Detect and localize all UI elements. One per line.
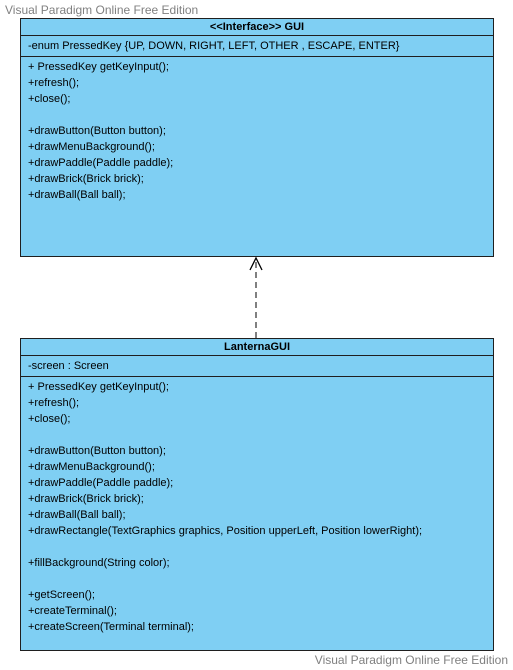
operation-draw-button: +drawButton(Button button); xyxy=(28,445,166,457)
operation-draw-ball: +drawBall(Ball ball); xyxy=(28,189,126,201)
class-title-lanterna-gui: LanternaGUI xyxy=(21,339,493,356)
operation-create-terminal: +createTerminal(); xyxy=(28,605,117,617)
attribute-screen: -screen : Screen xyxy=(28,360,109,372)
class-box-lanterna-gui[interactable]: LanternaGUI -screen : Screen + PressedKe… xyxy=(20,338,494,651)
operation-draw-ball: +drawBall(Ball ball); xyxy=(28,509,126,521)
operation-get-key-input: + PressedKey getKeyInput(); xyxy=(28,61,169,73)
operation-draw-menu-background: +drawMenuBackground(); xyxy=(28,141,155,153)
operation-draw-menu-background: +drawMenuBackground(); xyxy=(28,461,155,473)
operation-create-screen: +createScreen(Terminal terminal); xyxy=(28,621,194,633)
operation-draw-brick: +drawBrick(Brick brick); xyxy=(28,493,144,505)
operation-refresh: +refresh(); xyxy=(28,397,80,409)
attribute-pressed-key-enum: -enum PressedKey {UP, DOWN, RIGHT, LEFT,… xyxy=(28,40,400,52)
operation-close: +close(); xyxy=(28,93,71,105)
operation-fill-background: +fillBackground(String color); xyxy=(28,557,170,569)
watermark-top: Visual Paradigm Online Free Edition xyxy=(5,3,199,17)
attributes-section-gui: -enum PressedKey {UP, DOWN, RIGHT, LEFT,… xyxy=(21,36,493,57)
realization-arrowhead xyxy=(249,256,263,271)
class-box-gui[interactable]: <<Interface>> GUI -enum PressedKey {UP, … xyxy=(20,18,494,257)
operation-draw-paddle: +drawPaddle(Paddle paddle); xyxy=(28,477,174,489)
operation-draw-brick: +drawBrick(Brick brick); xyxy=(28,173,144,185)
attributes-section-lanterna-gui: -screen : Screen xyxy=(21,356,493,377)
operation-draw-rectangle: +drawRectangle(TextGraphics graphics, Po… xyxy=(28,525,423,537)
operations-section-gui: + PressedKey getKeyInput(); +refresh(); … xyxy=(21,57,493,203)
operation-get-key-input: + PressedKey getKeyInput(); xyxy=(28,381,169,393)
operations-section-lanterna-gui: + PressedKey getKeyInput(); +refresh(); … xyxy=(21,377,493,635)
class-title-gui: <<Interface>> GUI xyxy=(21,19,493,36)
operation-draw-button: +drawButton(Button button); xyxy=(28,125,166,137)
operation-draw-paddle: +drawPaddle(Paddle paddle); xyxy=(28,157,174,169)
operation-get-screen: +getScreen(); xyxy=(28,589,95,601)
operation-refresh: +refresh(); xyxy=(28,77,80,89)
watermark-bottom: Visual Paradigm Online Free Edition xyxy=(314,653,508,667)
operation-close: +close(); xyxy=(28,413,71,425)
